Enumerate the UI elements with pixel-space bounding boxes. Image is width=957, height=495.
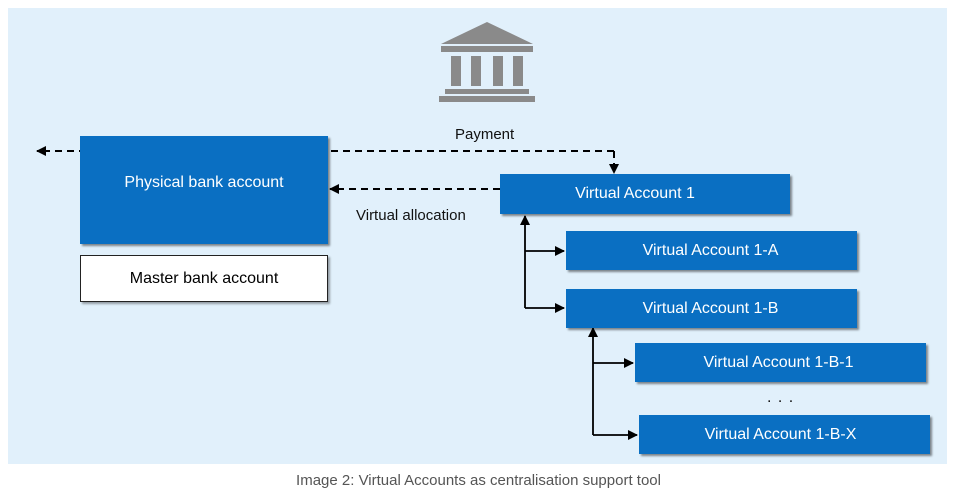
physical-bank-account-label: Physical bank account xyxy=(124,174,284,191)
virtual-account-1b1-label: Virtual Account 1-B-1 xyxy=(703,353,854,371)
master-bank-account-label: Master bank account xyxy=(129,269,279,287)
bank-building-icon xyxy=(439,22,535,102)
virtual-account-1a-node: Virtual Account 1-A xyxy=(566,231,857,270)
virtual-allocation-label: Virtual allocation xyxy=(356,207,466,224)
virtual-account-1b-node: Virtual Account 1-B xyxy=(566,289,857,328)
virtual-account-1-node: Virtual Account 1 xyxy=(500,174,790,214)
virtual-account-1bx-node: Virtual Account 1-B-X xyxy=(639,415,930,454)
payment-label: Payment xyxy=(455,126,515,143)
virtual-account-1b1-node: Virtual Account 1-B-1 xyxy=(635,343,926,382)
virtual-account-1b-label: Virtual Account 1-B xyxy=(642,299,779,317)
figure-caption: Image 2: Virtual Accounts as centralisat… xyxy=(296,472,661,489)
physical-bank-account-node: Physical bank account xyxy=(80,136,328,244)
ellipsis-label: . . . xyxy=(767,389,795,406)
virtual-account-1a-label: Virtual Account 1-A xyxy=(642,241,779,259)
virtual-account-1-label: Virtual Account 1 xyxy=(575,185,695,202)
virtual-account-1bx-label: Virtual Account 1-B-X xyxy=(704,425,857,443)
master-bank-account-node: Master bank account xyxy=(80,255,328,302)
